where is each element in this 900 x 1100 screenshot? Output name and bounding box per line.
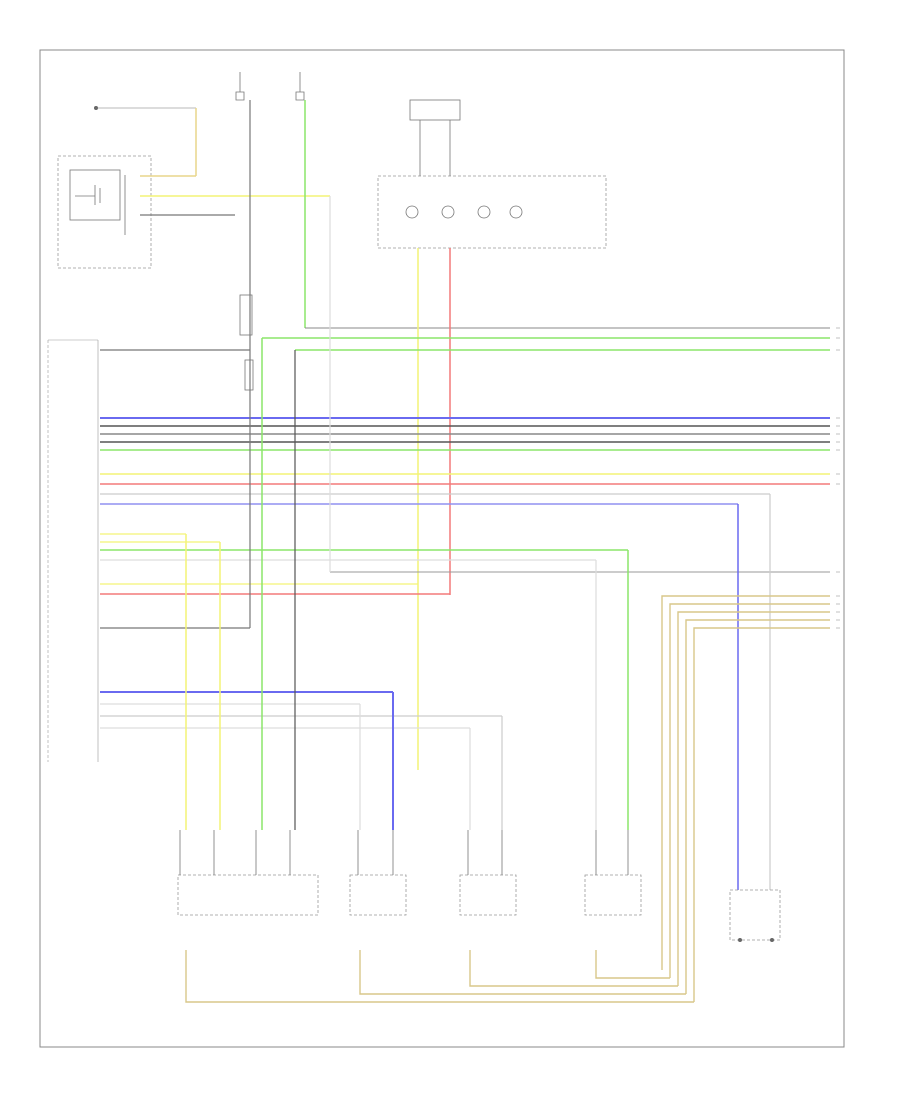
- inline-connector: [239, 294, 253, 336]
- passenger-belt-pretensioner: [584, 830, 642, 916]
- right-terminal-ticks: [836, 327, 840, 629]
- inline-connector-2: [244, 359, 254, 391]
- diagram-frame: [39, 49, 845, 1048]
- fuse-block: [235, 72, 305, 101]
- front-passenger-occupant-sensor: [57, 106, 197, 269]
- airbag-control-module: [47, 339, 99, 762]
- tan-wire-bundle: [185, 595, 830, 1003]
- front-passenger-side-airbag: [349, 830, 407, 916]
- front-passenger-knee-airbag: [459, 830, 517, 916]
- front-passenger-airbag: [177, 830, 319, 916]
- passenger-seat-belt-switch: [729, 889, 781, 942]
- instrument-cluster-passenger-airbag-indicator: [377, 99, 607, 249]
